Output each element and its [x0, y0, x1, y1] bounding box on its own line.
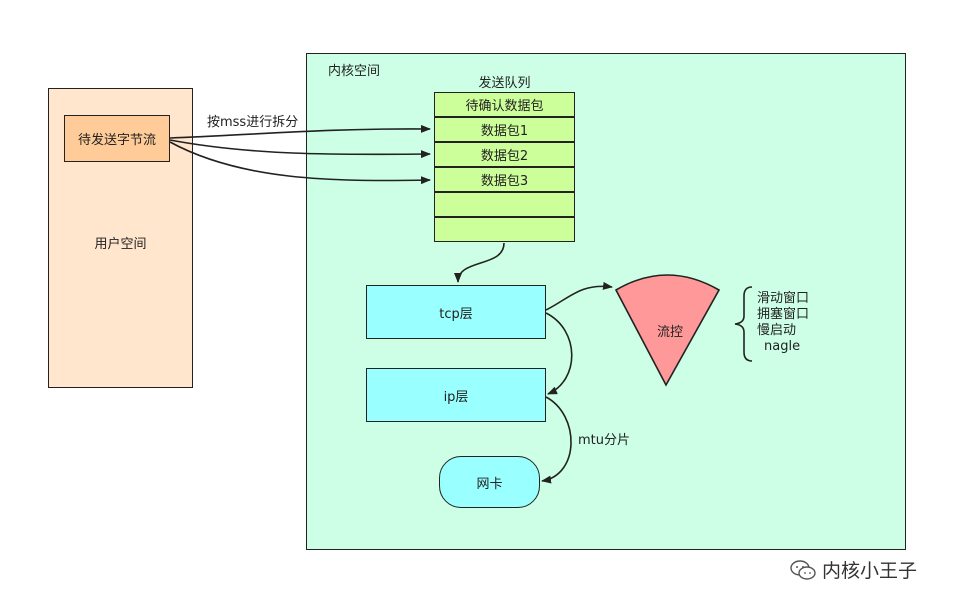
mechanism-sliding-window: 滑动窗口 — [757, 291, 810, 306]
queue-cell-unacked: 待确认数据包 — [434, 92, 575, 117]
queue-cell-empty-1 — [434, 192, 575, 217]
split-arrow-3 — [169, 141, 431, 185]
queue-cell-packet-1: 数据包1 — [434, 117, 575, 142]
send-queue-title: 发送队列 — [478, 76, 531, 91]
split-arrow-1 — [169, 124, 431, 139]
network-card-box: 网卡 — [439, 456, 540, 508]
mechanism-congestion-window: 拥塞窗口 — [757, 307, 810, 322]
tcp-to-flowcontrol-arrow — [545, 281, 613, 311]
watermark-text: 内核小王子 — [822, 560, 918, 582]
queue-to-tcp-arrow — [454, 242, 505, 283]
split-by-mss-label: 按mss进行拆分 — [207, 115, 299, 130]
watermark: 内核小王子 — [790, 556, 917, 583]
tcp-layer-box: tcp层 — [366, 285, 546, 339]
pending-byte-stream-box: 待发送字节流 — [64, 115, 170, 162]
flow-control-label: 流控 — [656, 325, 683, 340]
ip-layer-box: ip层 — [366, 368, 546, 422]
queue-cell-packet-3: 数据包3 — [434, 167, 575, 192]
kernel-space-label: 内核空间 — [328, 64, 381, 79]
mtu-fragment-label: mtu分片 — [578, 433, 631, 448]
queue-cell-packet-2: 数据包2 — [434, 142, 575, 167]
mechanism-slow-start: 慢启动 — [757, 323, 797, 338]
tcp-to-ip-arrow — [545, 312, 573, 395]
split-arrow-2 — [169, 139, 431, 159]
wechat-icon — [790, 559, 816, 580]
user-space-label: 用户空间 — [94, 237, 147, 252]
queue-cell-empty-2 — [434, 217, 575, 242]
ip-to-nic-arrow — [541, 396, 572, 484]
mechanism-brace — [734, 286, 753, 362]
mechanism-nagle: nagle — [764, 339, 801, 354]
flow-control-sector — [614, 274, 721, 387]
